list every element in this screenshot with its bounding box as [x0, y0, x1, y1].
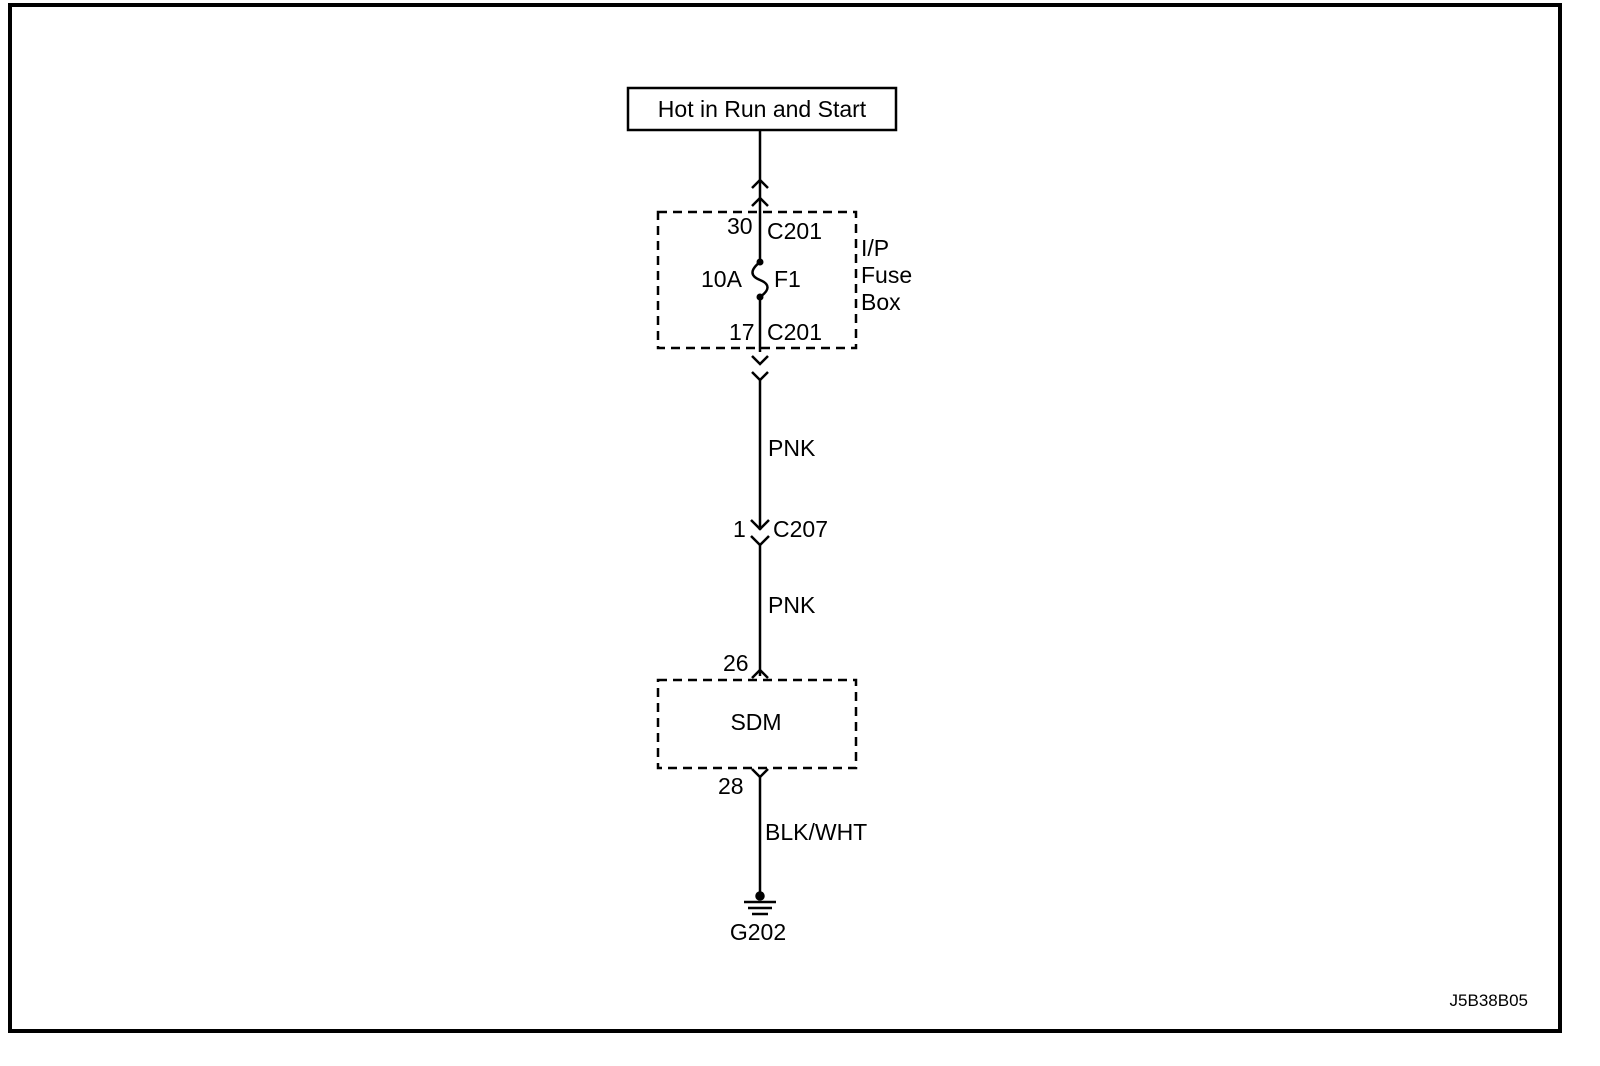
diagram-frame — [8, 3, 1562, 1033]
fuse-id: F1 — [774, 266, 801, 292]
ground-id: G202 — [730, 919, 786, 945]
fuse-box-top-connector: C201 — [767, 218, 822, 244]
sdm-module-outline — [656, 678, 858, 770]
power-source-label: Hot in Run and Start — [658, 96, 867, 122]
pnk-wire-upper-label: PNK — [768, 435, 816, 461]
fuse-rating: 10A — [701, 266, 743, 292]
sdm-pin-26-symbol — [751, 668, 769, 679]
fuse-box-label-line-1: I/P — [861, 235, 889, 261]
fuse-box-label-line-2: Fuse — [861, 262, 912, 288]
connector-c207-pin: 1 — [733, 516, 746, 542]
fuse-box-top-pin: 30 — [727, 213, 753, 239]
fuse-box-outline — [656, 210, 858, 350]
power-source-box — [626, 86, 898, 132]
sdm-module-label: SDM — [730, 709, 781, 735]
fuse-symbol — [751, 261, 769, 299]
sdm-ground-pin: 28 — [718, 773, 744, 799]
ground-wire-label: BLK/WHT — [765, 819, 867, 845]
fuse-box-label-line-3: Box — [861, 289, 901, 315]
sdm-pin-28-symbol — [751, 768, 769, 779]
ground-symbol — [744, 891, 776, 916]
connector-c201-bottom-symbol — [751, 355, 769, 382]
figure-id: J5B38B05 — [1450, 991, 1528, 1010]
fuse-box-bottom-pin: 17 — [729, 319, 755, 345]
sdm-input-pin: 26 — [723, 650, 749, 676]
power-source: Hot in Run and Start — [626, 86, 898, 132]
connector-c207-id: C207 — [773, 516, 828, 542]
fuse-box-bottom-connector: C201 — [767, 319, 822, 345]
pnk-wire-lower-label: PNK — [768, 592, 816, 618]
